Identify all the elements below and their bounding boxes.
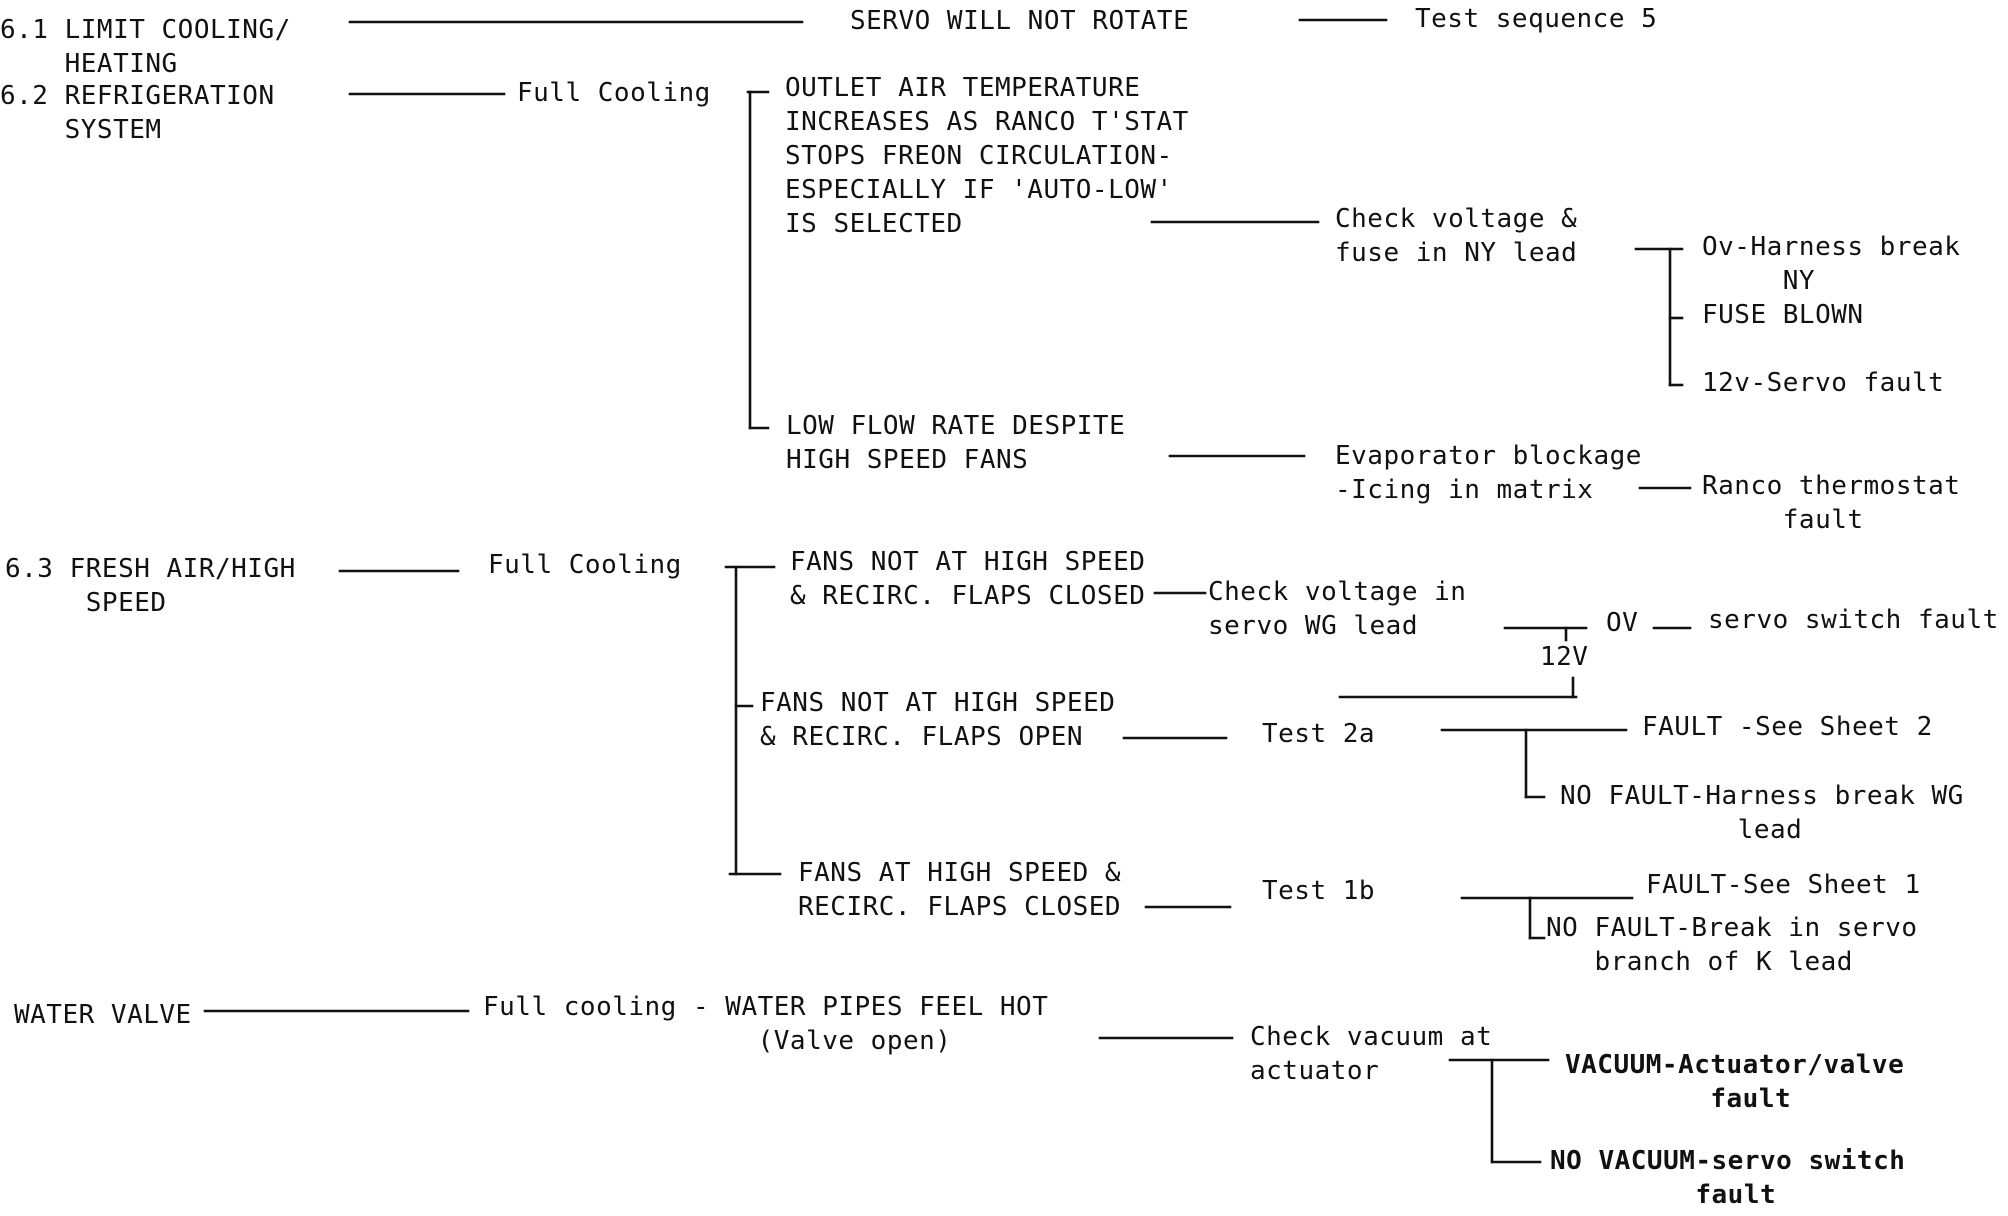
- check-evaporator-blockage: Evaporator blockage -Icing in matrix: [1335, 441, 1642, 505]
- section-heading-water-valve: WATER VALVE: [14, 1000, 192, 1030]
- result-ranco-thermostat-fault: Ranco thermostat fault: [1702, 471, 1961, 535]
- check-voltage-servo-wg-lead: Check voltage in servo WG lead: [1208, 577, 1467, 641]
- section-heading-6-2: 6.2 REFRIGERATION SYSTEM: [0, 81, 275, 145]
- condition-full-cooling: Full Cooling: [517, 78, 711, 108]
- symptom-fans-high-flaps-closed: FANS AT HIGH SPEED & RECIRC. FLAPS CLOSE…: [798, 858, 1122, 922]
- result-fault-see-sheet-1: FAULT-See Sheet 1: [1646, 870, 1921, 900]
- result-fault-see-sheet-2: FAULT -See Sheet 2: [1642, 712, 1933, 742]
- symptom-servo-will-not-rotate: SERVO WILL NOT ROTATE: [850, 6, 1190, 36]
- check-test-1b: Test 1b: [1262, 876, 1376, 906]
- check-voltage-ny-lead: Check voltage & fuse in NY lead: [1335, 204, 1578, 268]
- condition-water-pipes-hot: Full cooling - WATER PIPES FEEL HOT (Val…: [483, 992, 1049, 1056]
- result-no-fault-harness-break: NO FAULT-Harness break WG lead: [1560, 781, 1964, 845]
- result-servo-fault: 12v-Servo fault: [1702, 368, 1945, 398]
- symptom-fans-not-high-flaps-closed: FANS NOT AT HIGH SPEED & RECIRC. FLAPS C…: [790, 547, 1146, 611]
- symptom-fans-not-high-flaps-open: FANS NOT AT HIGH SPEED & RECIRC. FLAPS O…: [760, 688, 1116, 752]
- action-test-sequence-5: Test sequence 5: [1415, 4, 1658, 34]
- section-heading-6-1: 6.1 LIMIT COOLING/ HEATING: [0, 15, 291, 79]
- result-no-vacuum-servo-fault: NO VACUUM-servo switch fault: [1550, 1146, 1906, 1210]
- result-no-fault-break-servo: NO FAULT-Break in servo branch of K lead: [1546, 913, 1918, 977]
- result-ov: OV: [1606, 608, 1639, 638]
- section-heading-6-3: 6.3 FRESH AIR/HIGH SPEED: [5, 554, 296, 618]
- result-fuse-blown: FUSE BLOWN: [1702, 300, 1864, 330]
- result-vacuum-actuator-fault: VACUUM-Actuator/valve fault: [1565, 1050, 1905, 1114]
- condition-full-cooling: Full Cooling: [488, 550, 682, 580]
- result-servo-switch-fault: servo switch fault: [1708, 605, 1999, 635]
- check-test-2a: Test 2a: [1262, 719, 1376, 749]
- result-12v: 12V: [1540, 642, 1589, 672]
- check-vacuum-at-actuator: Check vacuum at actuator: [1250, 1022, 1493, 1086]
- result-ov-harness-break: Ov-Harness break NY: [1702, 232, 1961, 296]
- symptom-low-flow-rate: LOW FLOW RATE DESPITE HIGH SPEED FANS: [786, 411, 1126, 475]
- symptom-outlet-air-temperature: OUTLET AIR TEMPERATURE INCREASES AS RANC…: [785, 73, 1189, 239]
